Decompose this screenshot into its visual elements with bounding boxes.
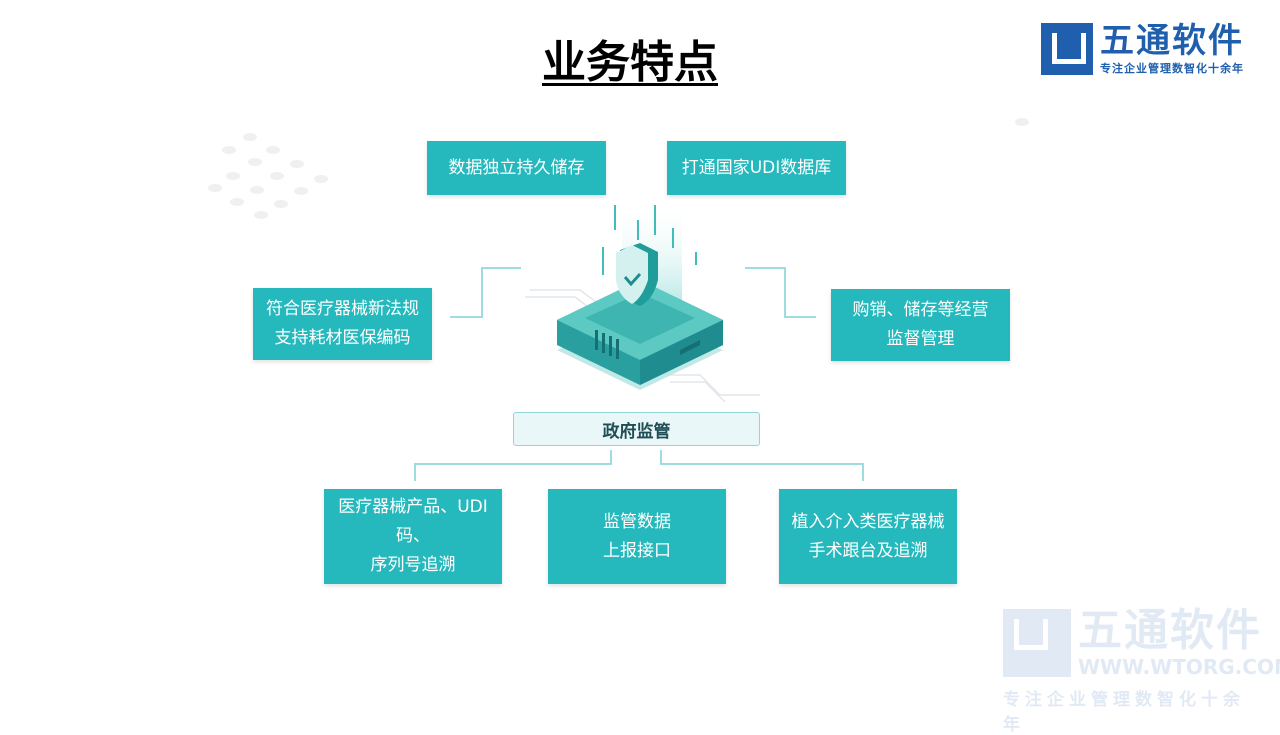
feature-text: 支持耗材医保编码 (274, 328, 411, 348)
watermark-name: 五通软件 (1078, 605, 1262, 656)
feature-box-data-storage: 数据独立持久储存 (427, 141, 606, 195)
feature-text: 手术跟台及追溯 (808, 540, 928, 561)
feature-box-udi-database: 打通国家UDI数据库 (667, 141, 846, 195)
feature-box-report-interface: 监管数据上报接口 (548, 489, 726, 584)
feature-text: 医疗器械产品、UDI码、 (338, 497, 488, 546)
watermark-slogan: 专注企业管理数智化十余年 (1003, 690, 1245, 735)
feature-box-regulations: 符合医疗器械新法规支持耗材医保编码 (253, 288, 432, 360)
feature-box-implant-tracking: 植入介入类医疗器械手术跟台及追溯 (779, 489, 957, 584)
check-icon (623, 272, 642, 287)
logo-slogan: 专注企业管理数智化十余年 (1100, 62, 1244, 75)
feature-text: 数据独立持久储存 (448, 157, 585, 178)
watermark-mark-icon (1003, 609, 1071, 677)
feature-text: 上报接口 (603, 540, 671, 561)
feature-text: 购销、储存等经营 (852, 300, 989, 320)
feature-text: 打通国家UDI数据库 (681, 157, 832, 178)
watermark-url: WWW.WTORG.COM (1078, 655, 1280, 679)
government-supervision-label: 政府监管 (513, 412, 760, 446)
shield-server-illustration (525, 200, 760, 403)
company-logo: 五通软件专注企业管理数智化十余年 (1041, 22, 1244, 76)
feature-text: 监督管理 (886, 329, 955, 349)
feature-box-supervision: 购销、储存等经营监督管理 (831, 289, 1010, 361)
logo-name: 五通软件 (1100, 21, 1244, 61)
feature-text: 监管数据 (603, 511, 671, 532)
feature-text: 符合医疗器械新法规 (266, 299, 419, 319)
page-title: 业务特点 (542, 37, 718, 88)
feature-text: 序列号追溯 (370, 555, 456, 575)
feature-text: 植入介入类医疗器械 (791, 511, 945, 532)
logo-mark-icon (1041, 23, 1093, 75)
feature-box-traceability: 医疗器械产品、UDI码、序列号追溯 (324, 489, 502, 584)
